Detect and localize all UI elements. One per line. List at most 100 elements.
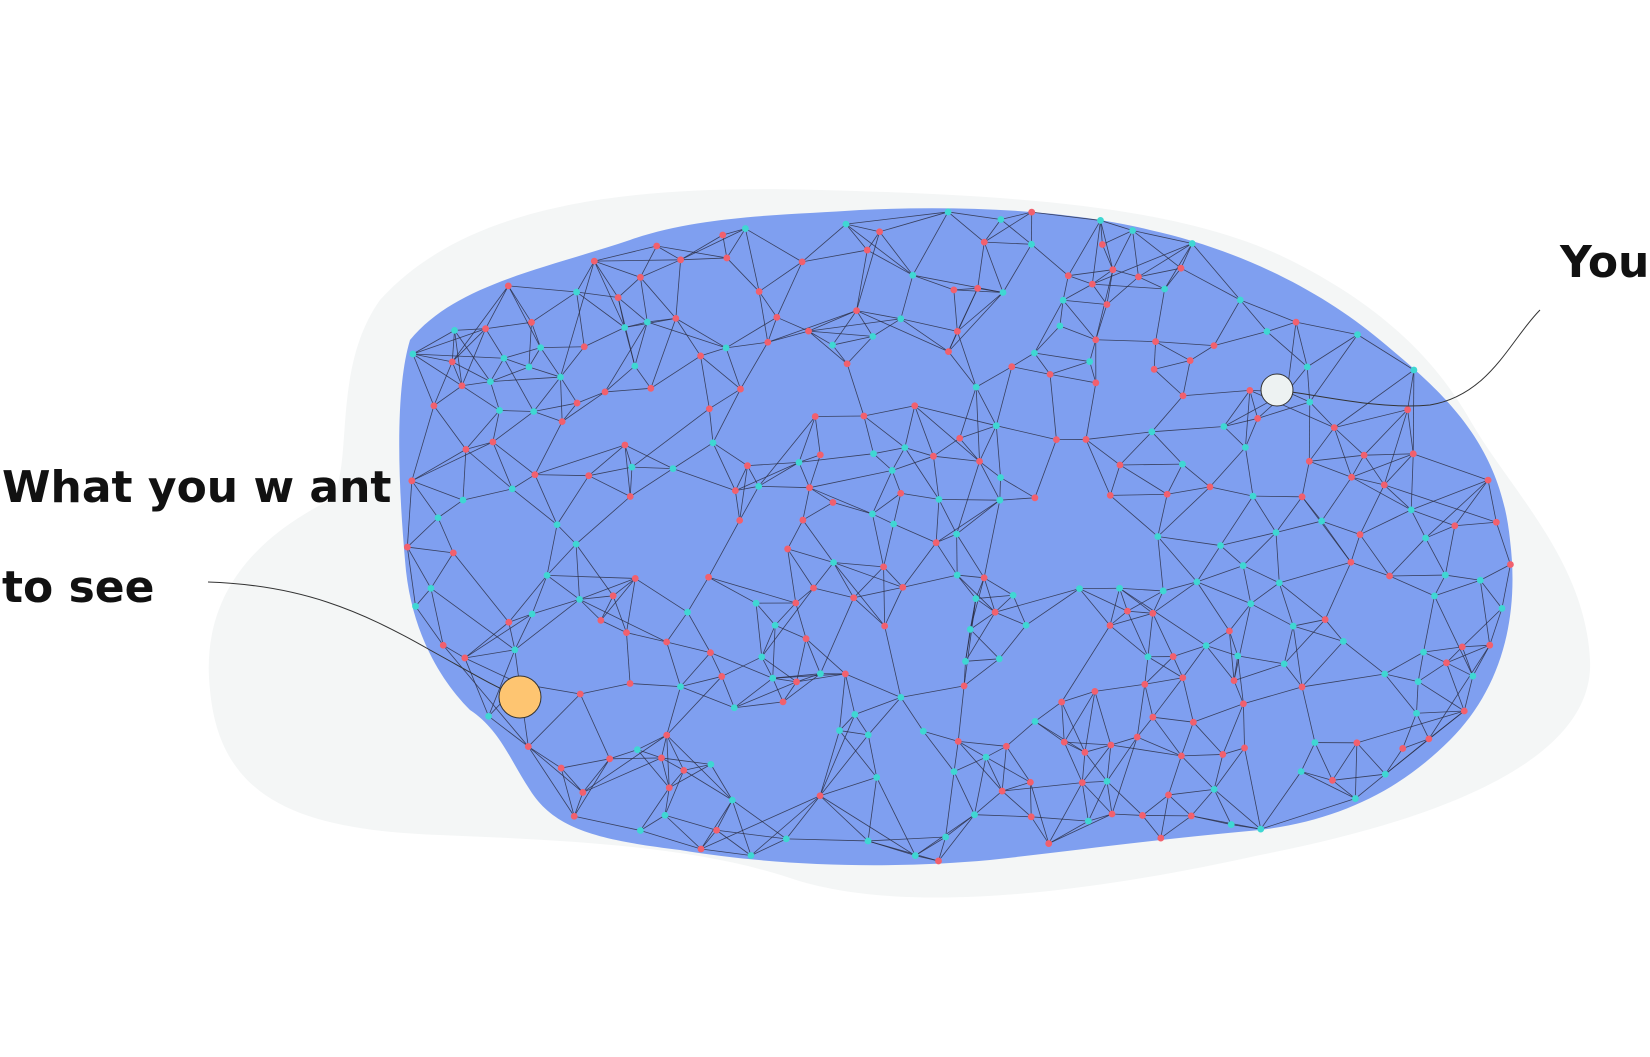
- network-edge: [626, 578, 636, 633]
- network-node-cyan: [621, 324, 629, 331]
- network-edge: [1384, 748, 1404, 775]
- network-edge: [953, 756, 987, 773]
- network-node-red: [1347, 558, 1355, 566]
- network-edge: [451, 361, 463, 386]
- target-node[interactable]: [498, 675, 542, 719]
- network-edge: [853, 566, 884, 599]
- network-edge: [411, 480, 464, 501]
- network-edge: [1384, 651, 1424, 675]
- network-node-red: [680, 766, 688, 774]
- network-node-red: [841, 670, 849, 678]
- network-edge: [747, 461, 800, 467]
- network-edge: [650, 355, 701, 389]
- network-edge: [1356, 710, 1465, 744]
- network-edge: [1085, 431, 1152, 440]
- you-node[interactable]: [1260, 373, 1294, 407]
- network-edge: [912, 211, 949, 276]
- network-edge: [1245, 390, 1251, 448]
- network-edge: [712, 388, 741, 443]
- network-edge: [1306, 366, 1311, 403]
- network-edge: [1147, 656, 1183, 679]
- network-node-red: [1486, 641, 1494, 649]
- network-node-red: [723, 254, 731, 262]
- network-node-red: [1451, 522, 1459, 530]
- network-edge: [1000, 219, 1032, 245]
- network-edge: [1220, 532, 1277, 546]
- network-node-cyan: [628, 463, 636, 471]
- network-edge: [488, 649, 516, 717]
- network-edge: [1402, 738, 1430, 749]
- network-node-red: [1046, 370, 1054, 378]
- network-edge: [979, 461, 1001, 478]
- network-node-red: [1106, 491, 1114, 499]
- network-edge: [575, 496, 631, 545]
- network-node-red: [408, 477, 416, 485]
- network-edge: [708, 576, 757, 604]
- network-edge: [709, 388, 741, 410]
- network-edge: [640, 259, 681, 278]
- network-node-cyan: [557, 373, 564, 381]
- network-node-cyan: [496, 407, 503, 414]
- network-edge: [556, 475, 590, 525]
- network-node-red: [505, 618, 513, 626]
- network-edge: [1160, 815, 1192, 839]
- network-node-red: [1356, 531, 1364, 538]
- network-edge: [1152, 716, 1182, 757]
- network-edge: [998, 624, 1027, 660]
- network-edge: [979, 425, 997, 462]
- network-edge: [560, 376, 578, 404]
- network-node-cyan: [1097, 217, 1104, 224]
- network-node-red: [1179, 392, 1187, 400]
- network-edge: [443, 644, 466, 659]
- network-edge: [750, 838, 787, 856]
- network-edge: [1112, 230, 1133, 270]
- network-edge: [1079, 588, 1128, 612]
- network-node-red: [1141, 680, 1149, 688]
- network-edge: [845, 223, 880, 233]
- network-node-cyan: [1161, 285, 1169, 293]
- network-edge: [1407, 409, 1414, 454]
- network-node-red: [1206, 483, 1214, 491]
- network-node-red: [1507, 561, 1514, 568]
- network-edge: [1109, 495, 1159, 537]
- network-node-cyan: [576, 595, 583, 603]
- network-node-cyan: [755, 482, 763, 490]
- network-edge: [1417, 662, 1447, 682]
- network-node-cyan: [771, 621, 779, 629]
- network-edge: [1144, 656, 1149, 685]
- network-edge: [1416, 681, 1419, 714]
- network-node-cyan: [487, 378, 494, 385]
- network-edge: [700, 347, 727, 357]
- network-edge: [983, 577, 996, 613]
- network-edge: [579, 578, 636, 600]
- network-edge: [412, 353, 435, 406]
- network-node-red: [1165, 791, 1172, 799]
- network-edge: [872, 513, 894, 525]
- network-edge: [465, 449, 513, 490]
- network-edge: [1085, 382, 1097, 440]
- network-edge: [900, 275, 914, 319]
- network-edge: [675, 259, 682, 319]
- network-edge: [1049, 373, 1096, 384]
- network-node-cyan: [782, 835, 790, 843]
- network-edge: [856, 310, 949, 352]
- network-edge: [1402, 713, 1417, 749]
- network-node-cyan: [1306, 398, 1314, 406]
- network-node-red: [1002, 742, 1010, 750]
- network-node-red: [1150, 365, 1158, 373]
- network-edge: [844, 673, 856, 715]
- network-edge: [664, 814, 702, 850]
- network-edge: [640, 277, 677, 319]
- network-node-cyan: [1420, 648, 1427, 656]
- network-edge: [411, 449, 467, 482]
- network-node-cyan: [427, 584, 435, 592]
- network-node-cyan: [1236, 296, 1244, 304]
- network-edge: [503, 357, 530, 368]
- network-node-cyan: [1144, 653, 1152, 661]
- network-edge: [787, 548, 834, 563]
- network-edge: [485, 321, 532, 330]
- network-edge: [546, 543, 577, 576]
- network-edge: [1501, 564, 1511, 609]
- network-node-cyan: [1154, 533, 1162, 540]
- network-edge: [430, 588, 444, 646]
